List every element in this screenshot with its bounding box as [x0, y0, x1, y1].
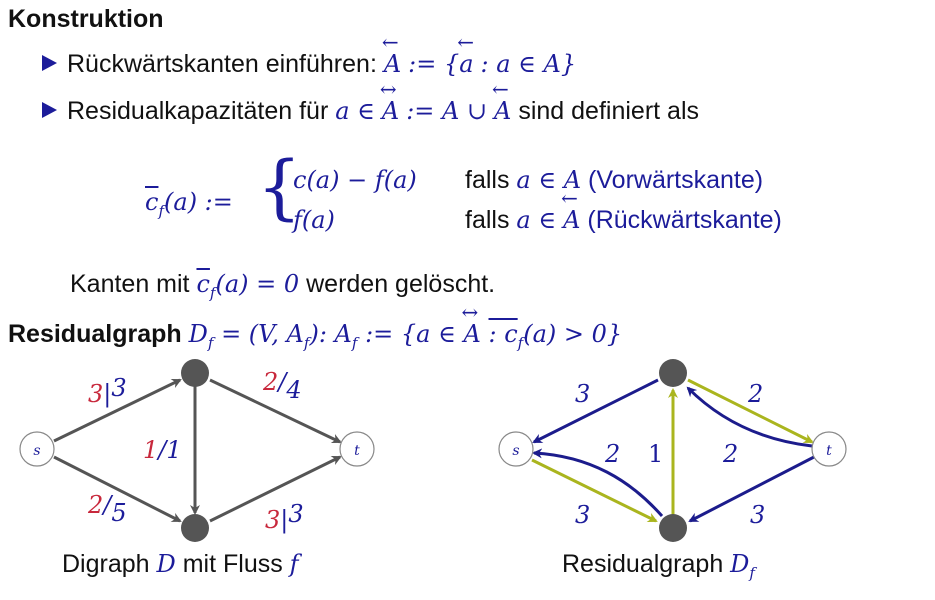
edge-s-bottom: [531, 458, 658, 523]
math: := {: [408, 50, 460, 78]
formula-lhs: cf(a) :=: [145, 188, 233, 220]
math-reverse-A: A: [382, 30, 401, 78]
node-source: [498, 431, 534, 467]
edge-label: 2/5: [87, 491, 127, 527]
edge-label: 3: [750, 501, 765, 529]
math: : a ∈ A}: [480, 50, 577, 78]
bullet-triangle-icon: [42, 55, 57, 71]
flow-digraph: [53, 378, 342, 523]
edge-bottom-t: [209, 455, 342, 523]
node-top: [181, 359, 209, 387]
case2-expr: f(a): [293, 206, 335, 234]
math: a ∈: [335, 97, 375, 125]
case1-cond: falls a ∈ A (Vorwärtskante): [465, 166, 764, 194]
node-top: [659, 359, 687, 387]
edge-label: 2: [604, 440, 620, 468]
edge-top-t: [687, 378, 814, 444]
sink-label: t: [354, 443, 360, 459]
bullet-text: sind definiert als: [518, 97, 699, 125]
heading: Konstruktion: [8, 5, 164, 33]
sink-label: t: [826, 443, 832, 459]
node-sink: [339, 431, 375, 467]
node-sink: [811, 431, 847, 467]
edge-label: 1: [648, 440, 663, 468]
caption-left: Digraph D mit Fluss f: [62, 550, 299, 578]
bullet-text: Residualkapazitäten für: [67, 97, 329, 125]
edge-label: 2/4: [262, 368, 302, 404]
edge-bottom-s: [532, 448, 664, 517]
residual-graph: [531, 378, 815, 523]
edge-top-s: [532, 378, 659, 444]
edge-label: 3|3: [88, 374, 127, 409]
deleted-edges-note: Kanten mit cf(a) = 0 werden gelöscht.: [70, 270, 496, 302]
edge-label: 3: [575, 380, 590, 408]
math: := A ∪: [406, 97, 488, 125]
edge-s-top: [53, 378, 182, 443]
edge-label: 3|3: [265, 500, 304, 535]
math-reverse-A: A: [492, 77, 511, 125]
caption-right: Residualgraph Df: [562, 550, 755, 582]
brace: {: [257, 146, 302, 228]
edge-top-t: [209, 378, 342, 444]
edge-label: 3: [575, 501, 590, 529]
bullet-residual-capacities: Residualkapazitäten für a ∈ A := A ∪ A s…: [42, 77, 699, 126]
math-reverse-a: a: [457, 30, 474, 78]
bullet-backward-edges: Rückwärtskanten einführen: A := {a : a ∈…: [42, 30, 577, 79]
source-label: s: [512, 443, 519, 459]
source-label: s: [33, 443, 40, 459]
edge-label: 2: [722, 440, 738, 468]
node-bottom: [181, 514, 209, 542]
edge-label: 2: [747, 380, 763, 408]
node-source: [19, 431, 55, 467]
edge-t-top: [686, 386, 813, 448]
bullet-text: Rückwärtskanten einführen:: [67, 50, 377, 78]
edge-s-bottom: [53, 455, 182, 523]
math-both-A: A: [380, 77, 399, 125]
edge-label: 1/1: [143, 436, 182, 464]
node-bottom: [659, 514, 687, 542]
edge-t-bottom: [688, 455, 815, 523]
graphs: s t 3|3 2/4 1/1 2/5 3|3 s t 3 2 2 1 2 3 …: [19, 359, 847, 542]
bullet-triangle-icon: [42, 102, 57, 118]
residual-graph-definition: Residualgraph Df = (V, Af): Af := {a ∈ A…: [8, 300, 622, 352]
case2-cond: falls a ∈ A (Rückwärtskante): [465, 186, 782, 235]
case1-expr: c(a) − f(a): [293, 166, 417, 194]
